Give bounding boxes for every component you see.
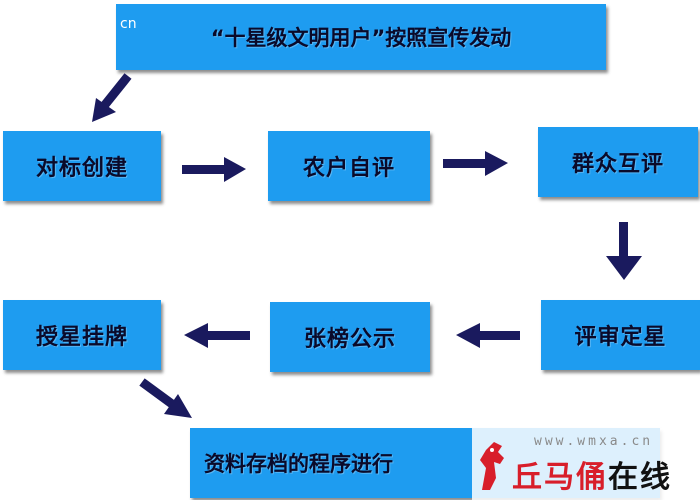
arrow-step2-to-step3 — [443, 151, 508, 176]
title-text: “十星级文明用户”按照宣传发动 — [210, 26, 512, 50]
arrow-step4-to-step5 — [456, 323, 520, 348]
watermark-brand-black: 在线 — [608, 460, 672, 495]
step-box-2: 农户自评 — [268, 131, 430, 201]
arrow-step3-to-step4 — [606, 222, 642, 280]
arrow-step6-to-final — [139, 378, 192, 418]
step-label-5: 张榜公示 — [303, 327, 396, 352]
title-tag: cn — [120, 16, 137, 32]
arrow-title-to-step1 — [92, 73, 132, 122]
watermark-brand: 丘马俑在线 — [512, 452, 672, 496]
step-label-4: 评审定星 — [574, 325, 667, 350]
arrow-step1-to-step2 — [182, 157, 246, 182]
title-box: “十星级文明用户”按照宣传发动 — [116, 4, 606, 70]
step-box-1: 对标创建 — [3, 131, 161, 201]
step-label-3: 群众互评 — [571, 152, 664, 177]
step-box-6: 授星挂牌 — [3, 300, 161, 370]
step-label-6: 授星挂牌 — [35, 325, 128, 350]
arrow-step5-to-step6 — [184, 323, 250, 348]
watermark-brand-red: 丘马俑 — [512, 460, 608, 495]
step-box-5: 张榜公示 — [270, 302, 430, 372]
final-label: 资料存档的程序进行 — [204, 452, 393, 476]
site-watermark: www.wmxa.cn 丘马俑在线 — [472, 428, 700, 500]
watermark-url: www.wmxa.cn — [534, 434, 654, 449]
step-box-4: 评审定星 — [541, 300, 700, 370]
step-label-2: 农户自评 — [302, 156, 395, 181]
horse-logo-icon — [480, 442, 504, 490]
step-box-3: 群众互评 — [538, 127, 698, 197]
step-label-1: 对标创建 — [35, 156, 128, 181]
